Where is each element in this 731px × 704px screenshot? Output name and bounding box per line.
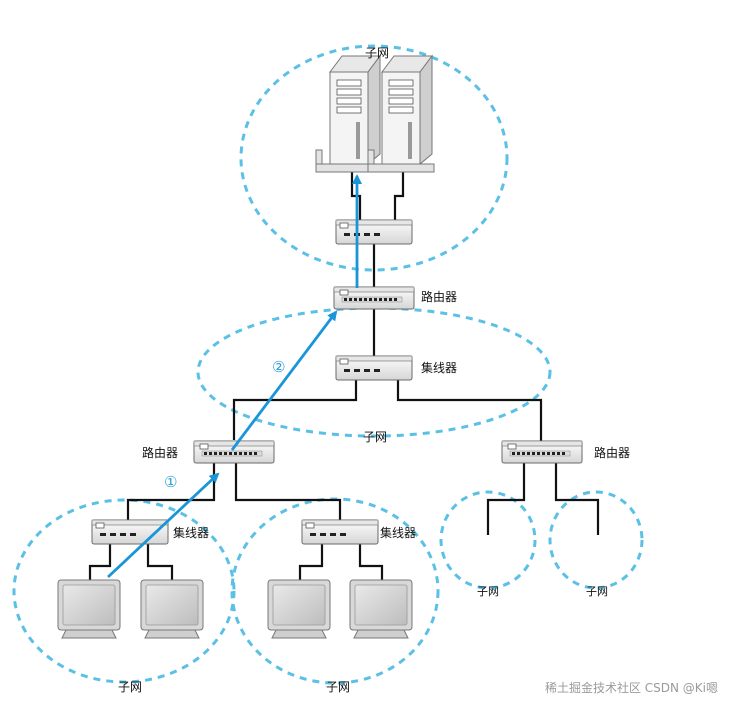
network-cables	[88, 172, 600, 580]
left-hub-label: 集线器	[173, 525, 209, 540]
top-router-icon	[333, 286, 415, 310]
path-arrow-2	[230, 310, 338, 451]
left-router-label: 路由器	[142, 445, 178, 460]
watermark: 稀土掘金技术社区 CSDN @Ki嗯	[545, 680, 718, 695]
monitor-icon	[57, 579, 121, 639]
subnet-boundary-right-1	[439, 490, 537, 590]
top-router-label: 路由器	[421, 289, 457, 304]
subnet-label-right-2: 子网	[586, 585, 608, 598]
packet-path	[107, 174, 362, 579]
right-router-label: 路由器	[594, 445, 630, 460]
step-number-1: ①	[164, 473, 177, 491]
subnet-label-bottom-center: 子网	[326, 680, 350, 694]
server-subnet-hub-icon	[335, 219, 413, 245]
path-arrow-1	[107, 472, 220, 579]
monitor-icon	[267, 579, 331, 639]
subnet-label-servers: 子网	[365, 46, 389, 60]
subnet-boundary-middle	[196, 306, 552, 438]
monitor-icon	[349, 579, 413, 639]
middle-hub-icon	[335, 355, 413, 381]
left-router-icon	[193, 440, 275, 464]
subnet-label-right-1: 子网	[477, 585, 499, 598]
step-number-2: ②	[272, 358, 285, 376]
middle-hub-label: 集线器	[421, 360, 457, 375]
right-router-icon	[501, 440, 583, 464]
subnet-boundary-servers	[239, 44, 509, 272]
center-hub-icon	[301, 519, 379, 545]
monitor-icon	[140, 579, 204, 639]
subnet-boundary-right-2	[548, 490, 644, 590]
center-hub-label: 集线器	[380, 525, 416, 540]
subnet-label-bottom-left: 子网	[118, 680, 142, 694]
subnet-label-middle: 子网	[363, 430, 387, 444]
subnet-boundary-bottom-left	[12, 498, 236, 684]
